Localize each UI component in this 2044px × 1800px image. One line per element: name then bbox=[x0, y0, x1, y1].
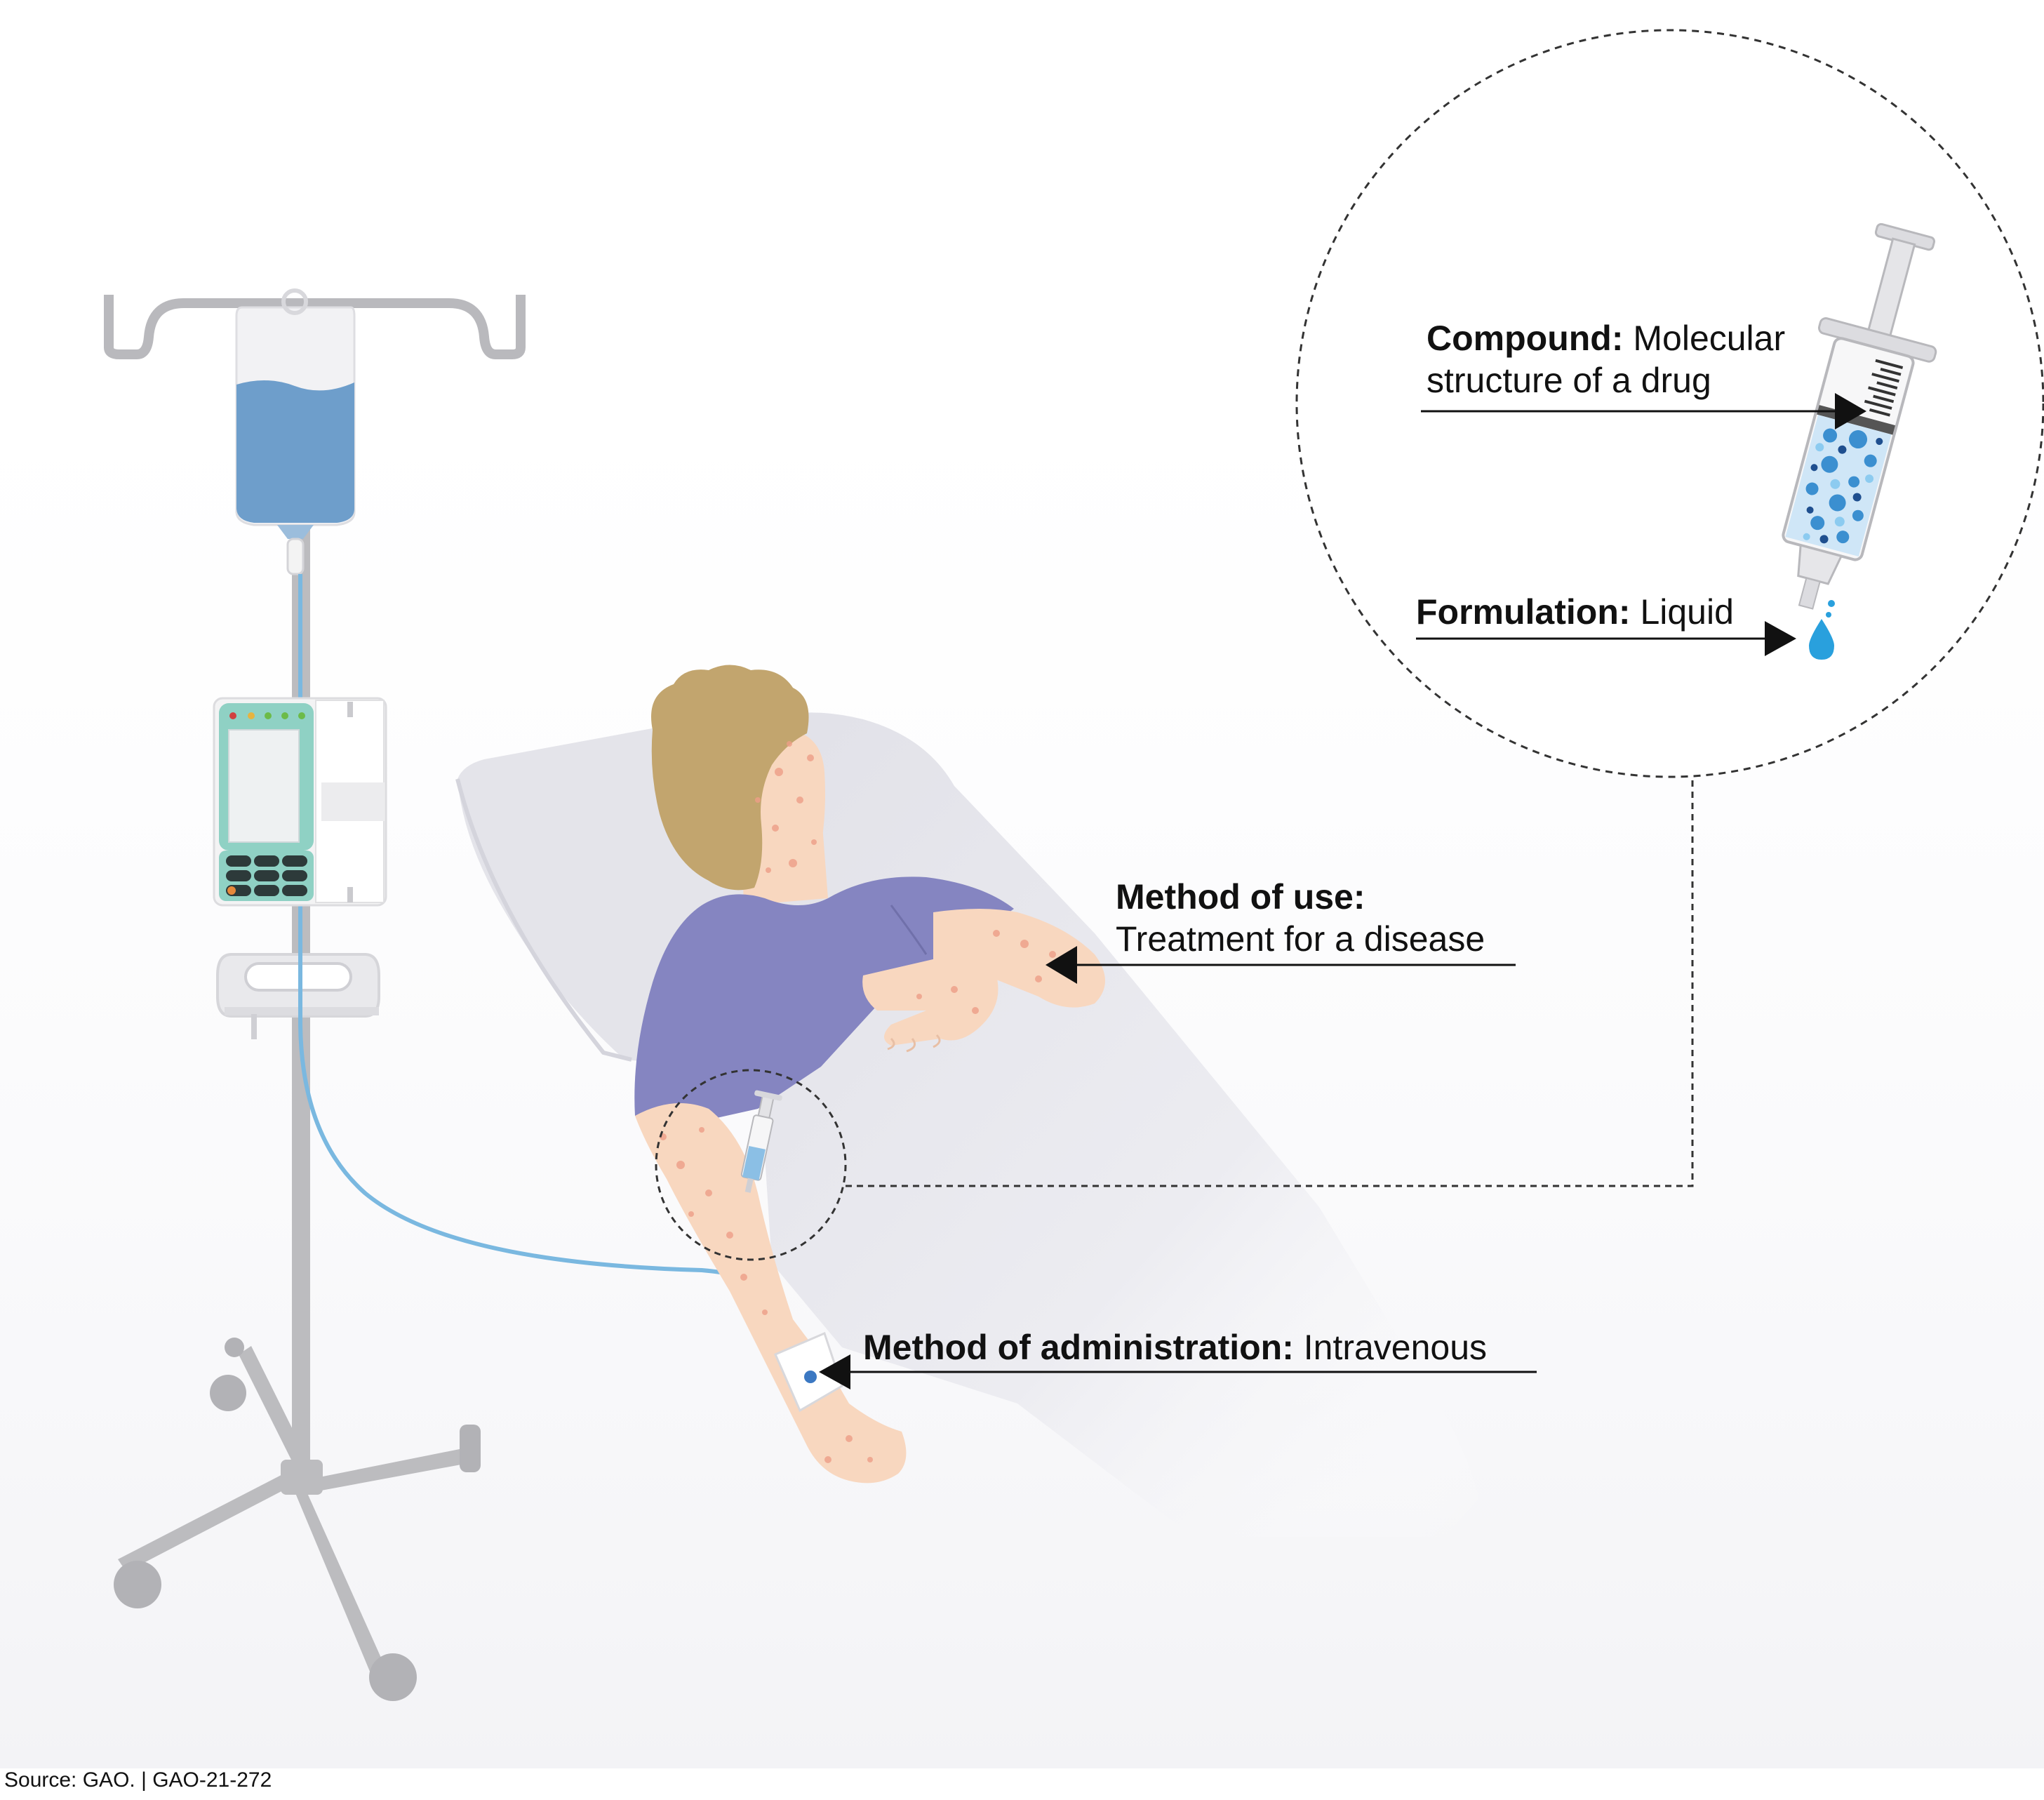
magnifier-circle-icon bbox=[1295, 29, 2044, 778]
method-of-administration-desc: Intravenous bbox=[1303, 1328, 1488, 1367]
iv-bag-icon bbox=[235, 288, 356, 575]
formulation-label: Formulation: Liquid bbox=[1416, 591, 1734, 633]
small-focus-circle bbox=[655, 1069, 847, 1261]
compound-term: Compound: bbox=[1427, 319, 1624, 358]
syringe-icon bbox=[1782, 222, 1937, 610]
method-of-administration-term: Method of administration: bbox=[863, 1328, 1294, 1367]
droplet-icon bbox=[1809, 600, 1835, 660]
source-note: Source: GAO. | GAO-21-272 bbox=[4, 1768, 272, 1792]
formulation-term: Formulation: bbox=[1416, 592, 1631, 632]
method-of-use-desc: Treatment for a disease bbox=[1116, 919, 1485, 959]
formulation-desc: Liquid bbox=[1640, 592, 1734, 632]
compound-desc-line2: structure of a drug bbox=[1427, 361, 1711, 400]
method-of-use-arrowhead bbox=[1046, 946, 1077, 984]
dashed-connector bbox=[846, 759, 1694, 1187]
infusion-pump-icon bbox=[213, 697, 387, 907]
formulation-arrowhead bbox=[1765, 621, 1796, 656]
compound-desc-line1: Molecular bbox=[1633, 319, 1786, 358]
method-of-use-label: Method of use: Treatment for a disease bbox=[1116, 876, 1485, 960]
small-syringe-icon bbox=[740, 1090, 782, 1193]
patient-icon bbox=[634, 665, 1105, 1484]
compound-arrowhead bbox=[1835, 393, 1866, 429]
method-of-administration-label: Method of administration: Intravenous bbox=[863, 1326, 1487, 1368]
method-of-use-term: Method of use: bbox=[1116, 877, 1365, 916]
compound-label: Compound: Molecular structure of a drug bbox=[1427, 317, 1785, 401]
method-of-administration-arrowhead bbox=[819, 1354, 850, 1389]
